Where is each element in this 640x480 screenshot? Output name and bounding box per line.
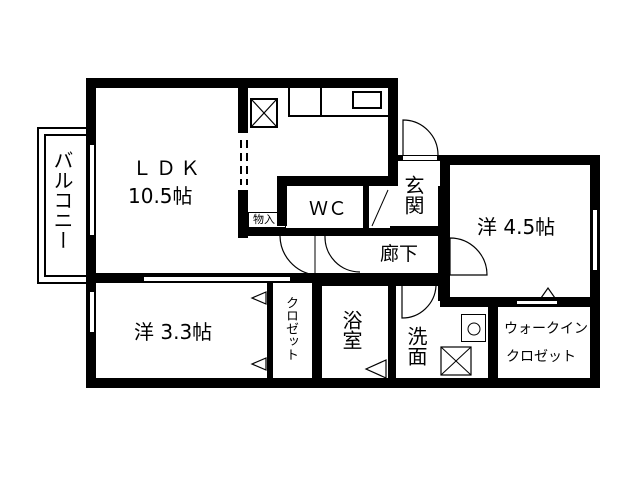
room-name: 洋 [477, 215, 497, 239]
wic-door-opening [516, 300, 558, 305]
room-label-walk-in-closet-line2: クロゼット [506, 349, 576, 365]
room-label-wc: ＷＣ [309, 198, 348, 220]
wall [238, 78, 248, 133]
washing-machine-spot [461, 314, 486, 342]
wall [388, 283, 396, 383]
room-label-western-4-5: 洋 4.5帖 [477, 217, 555, 237]
room-label-washroom: 洗面 [404, 326, 428, 366]
room-label-closet: クロゼット [283, 296, 298, 361]
storage-box [248, 212, 286, 228]
dashed-partition [240, 140, 242, 185]
room-name: 洋 [134, 320, 154, 344]
window [89, 145, 95, 235]
room-size: 3.3帖 [160, 320, 213, 344]
wall [312, 278, 442, 286]
dashed-partition [246, 140, 248, 185]
wall [238, 228, 448, 236]
wall [277, 176, 287, 226]
wall [312, 283, 322, 383]
wall [590, 155, 600, 388]
wall [86, 378, 598, 388]
room-size: 4.5帖 [503, 215, 556, 239]
room-label-walk-in-closet-line1: ウォークイン [504, 321, 588, 337]
room-label-hallway: 廊下 [380, 243, 419, 265]
window [592, 210, 598, 270]
room-label-storage: 物入 [253, 213, 275, 226]
window [89, 292, 95, 332]
wall [438, 186, 446, 301]
wall [267, 283, 273, 383]
room-size-ldk: 10.5帖 [128, 184, 193, 208]
sliding-door [144, 276, 290, 282]
wall [440, 155, 600, 165]
counter-divider [320, 86, 322, 117]
room-label-western-3-3: 洋 3.3帖 [134, 322, 212, 342]
wall [238, 190, 248, 238]
wall [277, 176, 398, 186]
wall [390, 226, 445, 232]
balcony-inner-outline [44, 134, 89, 277]
room-label-ldk: ＬＤＫ [132, 156, 204, 180]
entrance-door-opening [402, 155, 438, 161]
refrigerator-box [250, 98, 278, 128]
room-label-entrance: 玄関 [401, 175, 425, 215]
wall [488, 305, 498, 385]
sink [352, 91, 382, 109]
wall [363, 186, 369, 236]
wall [388, 78, 398, 184]
kitchen-counter [288, 86, 390, 117]
room-label-balcony: バルコニー [50, 150, 74, 250]
room-label-bath: 浴室 [339, 310, 363, 350]
